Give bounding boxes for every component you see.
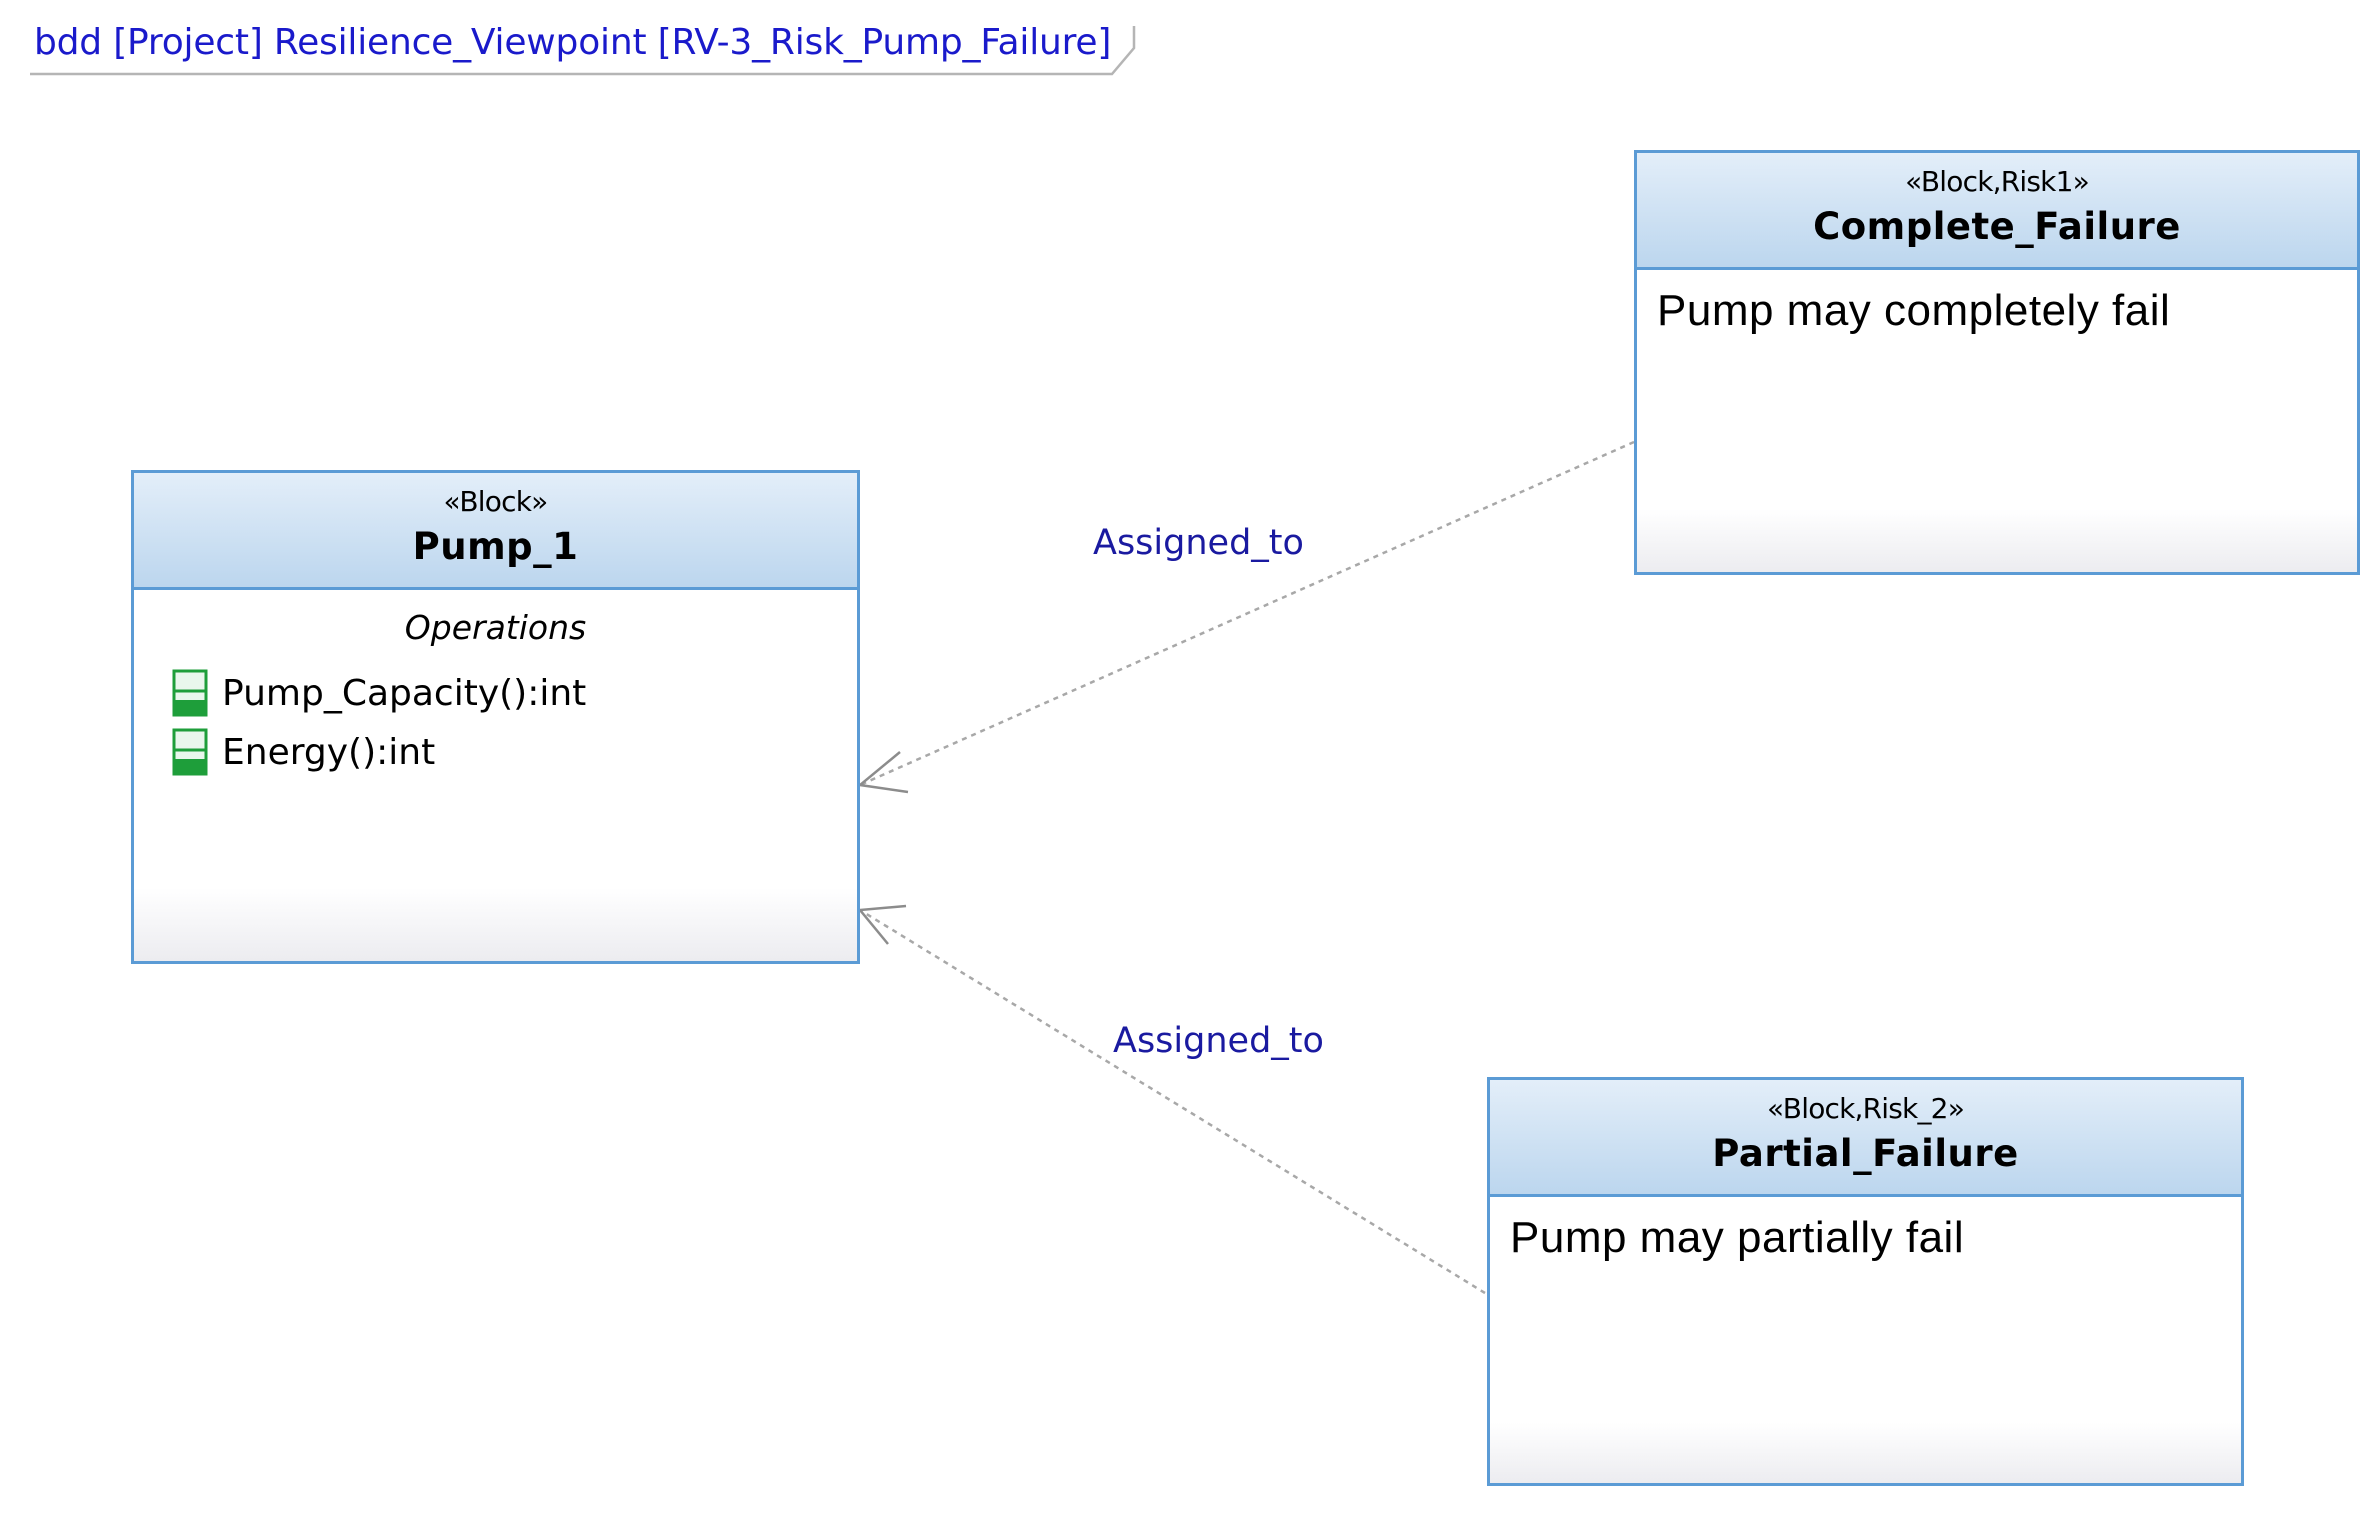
edge-label-complete[interactable]: Assigned_to — [1093, 523, 1304, 563]
block-header: «Block,Risk_2» Partial_Failure — [1490, 1080, 2241, 1197]
description-compartment: Pump may partially fail — [1490, 1197, 2241, 1483]
arrowhead-complete — [857, 751, 909, 794]
assigned-to-edge-complete[interactable] — [859, 440, 1635, 787]
operation-icon — [172, 669, 208, 717]
operation-label: Pump_Capacity():int — [222, 672, 587, 714]
compartment-title: Operations — [404, 608, 587, 647]
block-partial-failure[interactable]: «Block,Risk_2» Partial_Failure Pump may … — [1487, 1077, 2244, 1486]
operation-item[interactable]: Energy():int — [172, 726, 435, 778]
assigned-to-edge-partial[interactable] — [859, 908, 1486, 1295]
block-complete-failure[interactable]: «Block,Risk1» Complete_Failure Pump may … — [1634, 150, 2360, 575]
stereotype-label: «Block,Risk1» — [1905, 165, 2090, 198]
diagram-title[interactable]: bdd [Project] Resilience_Viewpoint [RV-3… — [34, 22, 1112, 63]
edge-label-partial[interactable]: Assigned_to — [1113, 1021, 1324, 1061]
description-compartment: Pump may completely fail — [1637, 270, 2357, 572]
arrowhead-partial — [857, 904, 907, 945]
operations-compartment: Operations Pump_Capacity():int Energy():… — [134, 590, 857, 961]
operation-icon — [172, 728, 208, 776]
risk-description: Pump may completely fail — [1657, 286, 2171, 335]
operation-item[interactable]: Pump_Capacity():int — [172, 667, 586, 719]
block-name[interactable]: Complete_Failure — [1813, 205, 2181, 248]
block-name[interactable]: Partial_Failure — [1712, 1132, 2019, 1175]
block-header: «Block» Pump_1 — [134, 473, 857, 590]
frame-header-outline — [30, 26, 1136, 76]
block-pump-1[interactable]: «Block» Pump_1 Operations Pump_Capacity(… — [131, 470, 860, 964]
operation-label: Energy():int — [222, 731, 436, 773]
block-header: «Block,Risk1» Complete_Failure — [1637, 153, 2357, 270]
stereotype-label: «Block» — [443, 485, 549, 518]
risk-description: Pump may partially fail — [1510, 1213, 1965, 1262]
stereotype-label: «Block,Risk_2» — [1766, 1092, 1965, 1125]
block-name[interactable]: Pump_1 — [412, 525, 579, 568]
